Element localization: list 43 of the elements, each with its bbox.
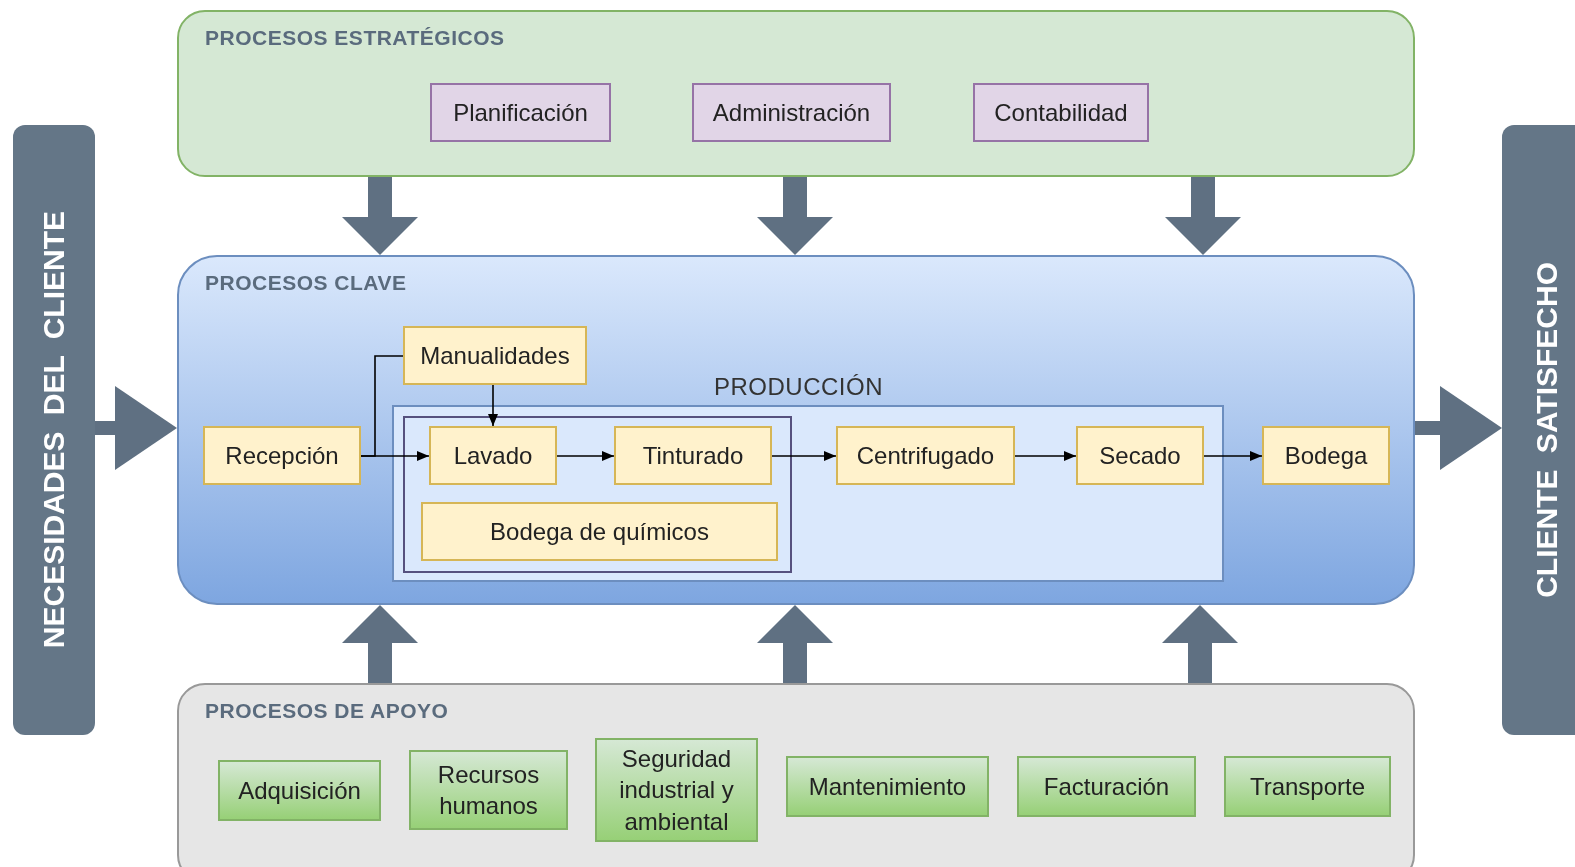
process-box: Adquisición [218, 760, 381, 821]
process-box: Centrifugado [836, 426, 1015, 485]
block-arrow [342, 605, 418, 683]
side-banner [13, 125, 95, 735]
group-panel [177, 10, 1415, 177]
side-banner [1502, 125, 1575, 735]
process-box: Manualidades [403, 326, 587, 385]
arrow [771, 451, 837, 461]
block-arrow [757, 177, 833, 255]
process-box: Mantenimiento [786, 756, 989, 817]
group-heading: PROCESOS ESTRATÉGICOS [205, 26, 505, 50]
block-arrow [1162, 605, 1238, 683]
process-box: Contabilidad [973, 83, 1149, 142]
arrow [488, 384, 498, 427]
process-box: Planificación [430, 83, 611, 142]
process-box: Transporte [1224, 756, 1391, 817]
block-arrow [342, 177, 418, 255]
process-box: Bodega [1262, 426, 1390, 485]
grouping-frame [403, 416, 792, 573]
banner-text: CLIENTE SATISFECHO [1530, 262, 1564, 598]
block-arrow [1415, 386, 1502, 470]
block-arrow [757, 605, 833, 683]
process-box: Secado [1076, 426, 1204, 485]
group-panel [177, 255, 1415, 605]
process-box: Recepción [203, 426, 361, 485]
group-heading: PROCESOS CLAVE [205, 271, 407, 295]
process-box: Facturación [1017, 756, 1196, 817]
process-box: Seguridad industrial y ambiental [595, 738, 758, 842]
process-box: Lavado [429, 426, 557, 485]
group-heading: PROCESOS DE APOYO [205, 699, 449, 723]
block-arrow [95, 386, 177, 470]
process-box: Administración [692, 83, 891, 142]
block-arrow [1165, 177, 1241, 255]
arrow [1203, 451, 1263, 461]
process-box: Tinturado [614, 426, 772, 485]
group-panel [177, 683, 1415, 867]
arrow [556, 451, 615, 461]
process-box: Bodega de químicos [421, 502, 778, 561]
process-box: Recursos humanos [409, 750, 568, 830]
group-heading: PRODUCCIÓN [714, 373, 883, 401]
arrow [360, 451, 430, 461]
arrow [1014, 451, 1077, 461]
banner-text: NECESIDADES DEL CLIENTE [37, 211, 71, 649]
